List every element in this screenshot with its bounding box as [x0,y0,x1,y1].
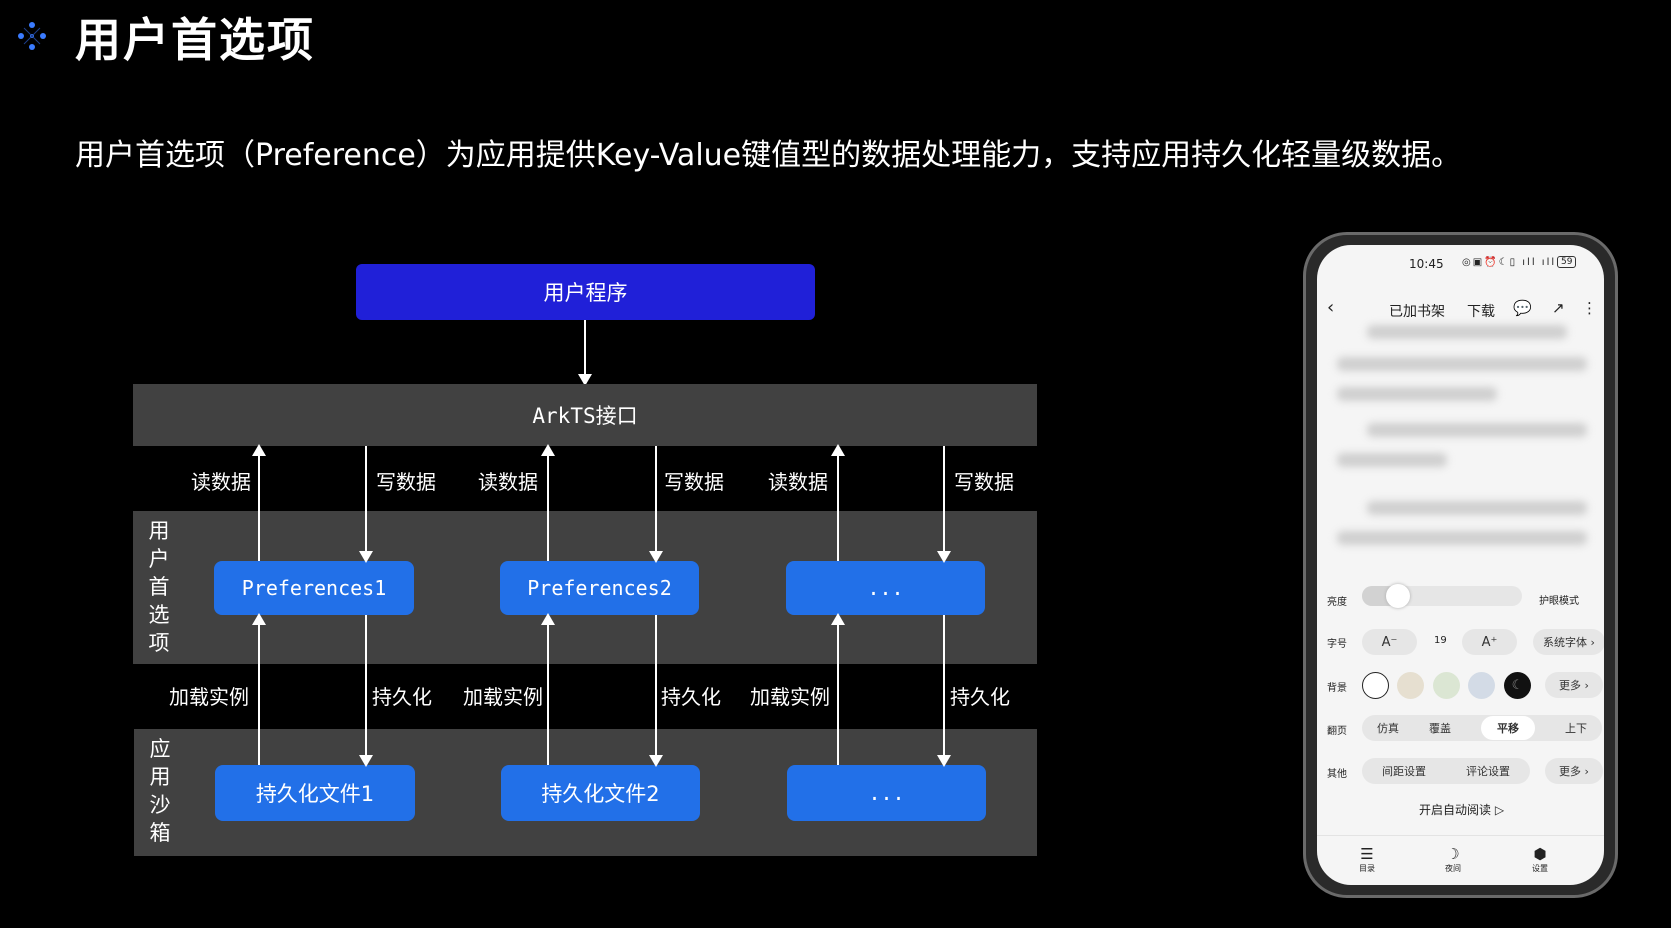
page-turn-selector: 仿真 覆盖 平移 上下 [1362,715,1602,741]
preferences-band-label: 用户首选项 [148,519,170,655]
auto-read-button[interactable]: 开启自动阅读 ▷ [1419,803,1505,817]
gear-icon: ⬢ [1533,845,1547,863]
persist-label: 持久化 [950,685,1010,709]
page-option[interactable]: 仿真 [1377,722,1399,735]
arrow-up [252,444,266,561]
arrow-down [359,615,373,767]
more-icon[interactable]: ⋮ [1582,299,1597,317]
preferences-node-1: Preferences1 [214,561,414,615]
font-increase-button[interactable]: A⁺ [1462,629,1517,655]
load-label: 加载实例 [169,685,249,709]
load-label: 加载实例 [750,685,830,709]
arrow-down [578,320,592,386]
page-turn-label: 翻页 [1327,726,1347,737]
other-label: 其他 [1327,769,1347,780]
arrow-down [937,615,951,767]
arrow-down [649,446,663,563]
swatch-white[interactable] [1362,672,1389,699]
read-label: 读数据 [768,470,828,494]
share-icon[interactable]: ↗ [1552,299,1565,317]
preferences-node-2: Preferences2 [500,561,699,615]
phone-screen: 10:45 ◎▣⏰☾▯ ıll ıll 59 ‹ 已加书架 下载 💬 ↗ ⋮ 亮… [1317,245,1604,885]
toc-icon: ☰ [1360,845,1374,863]
font-size-label: 字号 [1327,639,1347,650]
subtitle: 用户首选项（Preference）为应用提供Key-Value键值型的数据处理能… [75,138,1462,173]
write-label: 写数据 [664,470,724,494]
divider [1317,835,1604,836]
swatch-blue[interactable] [1468,672,1495,699]
sandbox-band-label: 应用沙箱 [149,737,171,845]
arrow-down [359,446,373,563]
spacing-settings-button[interactable]: 间距设置 [1382,765,1426,778]
font-size-value: 19 [1434,635,1447,646]
nav-settings[interactable]: ⬢设置 [1532,845,1548,873]
background-label: 背景 [1327,683,1347,694]
eye-mode-toggle[interactable]: 护眼模式 [1539,596,1579,607]
arkts-label: ArkTS接口 [532,404,638,428]
swatch-dark-moon-icon[interactable]: ☾ [1504,672,1531,699]
arrow-up [831,444,845,561]
persist-file-1: 持久化文件1 [215,765,415,821]
nav-toc[interactable]: ☰目录 [1359,845,1375,873]
load-label: 加载实例 [463,685,543,709]
read-label: 读数据 [478,470,538,494]
arrow-down [649,615,663,767]
arrow-up [252,613,266,765]
page-title: 用户首选项 [75,13,315,67]
page-option[interactable]: 上下 [1565,722,1587,735]
persist-label: 持久化 [661,685,721,709]
back-icon[interactable]: ‹ [1327,297,1335,318]
font-family-button[interactable]: 系统字体 › [1533,629,1604,655]
swatch-green[interactable] [1433,672,1460,699]
persist-label: 持久化 [372,685,432,709]
other-settings-group: 间距设置 评论设置 [1362,758,1530,784]
status-icons: ◎▣⏰☾▯ ıll ıll [1462,257,1557,268]
arrow-down [937,446,951,563]
arrow-up [831,613,845,765]
brightness-slider[interactable] [1362,584,1522,608]
page-option[interactable]: 覆盖 [1429,722,1451,735]
write-label: 写数据 [376,470,436,494]
comment-settings-button[interactable]: 评论设置 [1466,765,1510,778]
add-shelf-button[interactable]: 已加书架 [1389,304,1445,320]
font-decrease-button[interactable]: A⁻ [1362,629,1417,655]
arkts-interface-bar: ArkTS接口 [133,384,1037,446]
read-label: 读数据 [191,470,251,494]
background-swatches: ☾ [1362,672,1532,699]
download-button[interactable]: 下载 [1467,304,1495,320]
battery-icon: 59 [1557,256,1577,268]
nav-night[interactable]: ☽夜间 [1445,845,1461,873]
sparkle-logo-icon [18,22,46,50]
user-program-box: 用户程序 [356,264,815,320]
phone-mockup: 10:45 ◎▣⏰☾▯ ıll ıll 59 ‹ 已加书架 下载 💬 ↗ ⋮ 亮… [1303,232,1618,898]
swatch-beige[interactable] [1397,672,1424,699]
arrow-up [541,444,555,561]
write-label: 写数据 [954,470,1014,494]
brightness-label: 亮度 [1327,597,1347,608]
page-option-selected[interactable]: 平移 [1481,716,1535,740]
persist-file-more: ... [787,765,986,821]
moon-icon: ☽ [1446,845,1460,863]
status-time: 10:45 [1409,257,1444,271]
other-more-button[interactable]: 更多 › [1545,758,1603,784]
preferences-node-more: ... [786,561,985,615]
persist-file-2: 持久化文件2 [501,765,700,821]
background-more-button[interactable]: 更多 › [1545,672,1603,698]
arrow-up [541,613,555,765]
comment-icon[interactable]: 💬 [1513,299,1532,317]
